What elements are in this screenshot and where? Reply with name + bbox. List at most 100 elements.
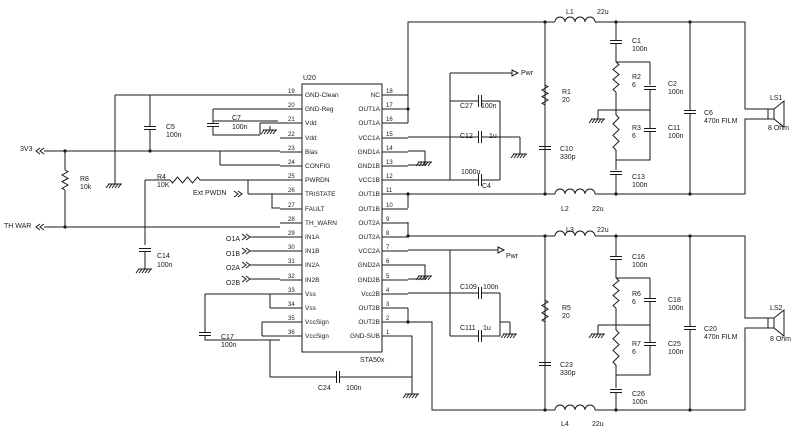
net-label-3v3: 3V3 [20,146,33,153]
wire [616,345,651,376]
r3-resistor [612,114,620,151]
chip-pin-name: OUT1A [358,120,380,127]
chip-pin-name: GND-Clean [305,92,339,99]
chip-pin-number: 1 [386,330,390,336]
pwr-bottom-arrow [497,246,506,254]
r5-resistor [541,299,549,323]
r1-ref: R1 [562,89,571,96]
chip-pin-name: VccSign [305,333,329,340]
c20-value: 470n FILM [704,334,738,341]
net-input-connector-3 [241,261,251,269]
chip-pin-name: Vss [305,305,317,312]
junction-dot [543,20,547,24]
r7-ref: R7 [632,341,641,348]
wire [408,264,426,280]
chip-pin-number: 16 [386,117,393,123]
ls1-ref: LS1 [770,95,783,102]
chip-pin-name: GND1B [358,163,380,170]
net-th-war-connector [35,223,45,231]
c109-capacitor [478,287,482,299]
c11-value: 100n [668,133,684,140]
c2-value: 100n [668,89,684,96]
wire [690,118,768,195]
chip-pin-name: Vss [305,291,317,298]
chip-pin-number: 8 [386,231,390,237]
ground-symbol [402,390,419,399]
chip-pin-number: 24 [288,160,295,166]
c25-capacitor [644,342,656,346]
r1-resistor [540,84,550,106]
c11-capacitor [644,128,656,132]
chip-pin-name: Vdd [305,120,317,127]
c10-ref: C10 [560,146,573,153]
l4-ref: L4 [561,421,569,428]
l2-inductor [554,188,596,195]
c12-ref: C12 [460,133,473,140]
chip-pin-number: 3 [386,302,390,308]
chip-pin-number: 20 [288,103,295,109]
c27-value: 100n [481,103,497,110]
chip-pin-number: 26 [288,188,295,194]
c111-value: 1u [483,325,491,332]
wire [407,21,555,109]
ground-symbol [510,150,527,159]
ls2-value: 8 Ohm [770,336,791,343]
chip-pin-number: 2 [386,316,390,322]
chip-pin-name: CONFIG [305,163,330,170]
c20-ref: C20 [704,326,717,333]
c1-ref: C1 [632,38,641,45]
chip-pin-number: 27 [288,203,295,209]
r5-ref: R5 [562,305,571,312]
chip-pin-name: Bias [305,149,318,156]
l1-inductor [554,16,596,23]
c14-ref: C14 [157,253,170,260]
c18-capacitor [644,298,656,302]
wire [690,235,768,319]
c14-capacitor [139,248,151,252]
c12-value: 1u [489,133,497,140]
r8-ref: R8 [80,176,89,183]
junction-dot [688,192,692,196]
l4-value: 22u [592,421,604,428]
r4-ref: R4 [157,174,166,181]
l1-value: 22u [597,9,609,16]
c13-value: 100n [632,182,648,189]
chip-pin-name: GND1A [358,149,381,156]
chip-pin-number: 28 [288,217,295,223]
ground-symbol [135,265,152,274]
r5-value: 20 [562,313,570,320]
chip-pin-number: 9 [386,217,390,223]
ls2-ref: LS2 [770,305,783,312]
ground-symbol [415,272,432,281]
c16-capacitor [610,256,622,260]
net-label-th-war: TH WAR [4,223,31,230]
c109-value: 100n [483,284,499,291]
c10-capacitor [539,146,551,150]
net-input-connector-4 [241,275,251,283]
wire [408,150,426,166]
chip-pin-number: 36 [288,330,295,336]
amplifier-ic: U20 STA50x [301,75,385,364]
junction-dot [614,234,618,238]
junction-dot [543,192,547,196]
chip-pin-number: 21 [288,117,295,123]
chip-pin-name: OUT2A [358,220,380,227]
c25-value: 100n [668,349,684,356]
c27-capacitor [478,95,482,107]
c26-value: 100n [632,399,648,406]
chip-pin-number: 4 [386,288,390,294]
wire [271,194,280,209]
chip-pin-name: TH_WARN [305,220,337,227]
chip-pin-number: 31 [288,259,295,265]
r6-ref: R6 [632,291,641,298]
ground-symbol [588,115,605,124]
c26-ref: C26 [632,391,645,398]
chip-pin-name: Vdd [305,135,317,142]
net-input-connector-1 [241,233,251,241]
c7-value: 100n [232,124,248,131]
chip-pin-name: NC [371,92,381,99]
c111-capacitor [478,330,482,342]
chip-pin-name: OUT2A [358,234,380,241]
wire [616,131,651,161]
